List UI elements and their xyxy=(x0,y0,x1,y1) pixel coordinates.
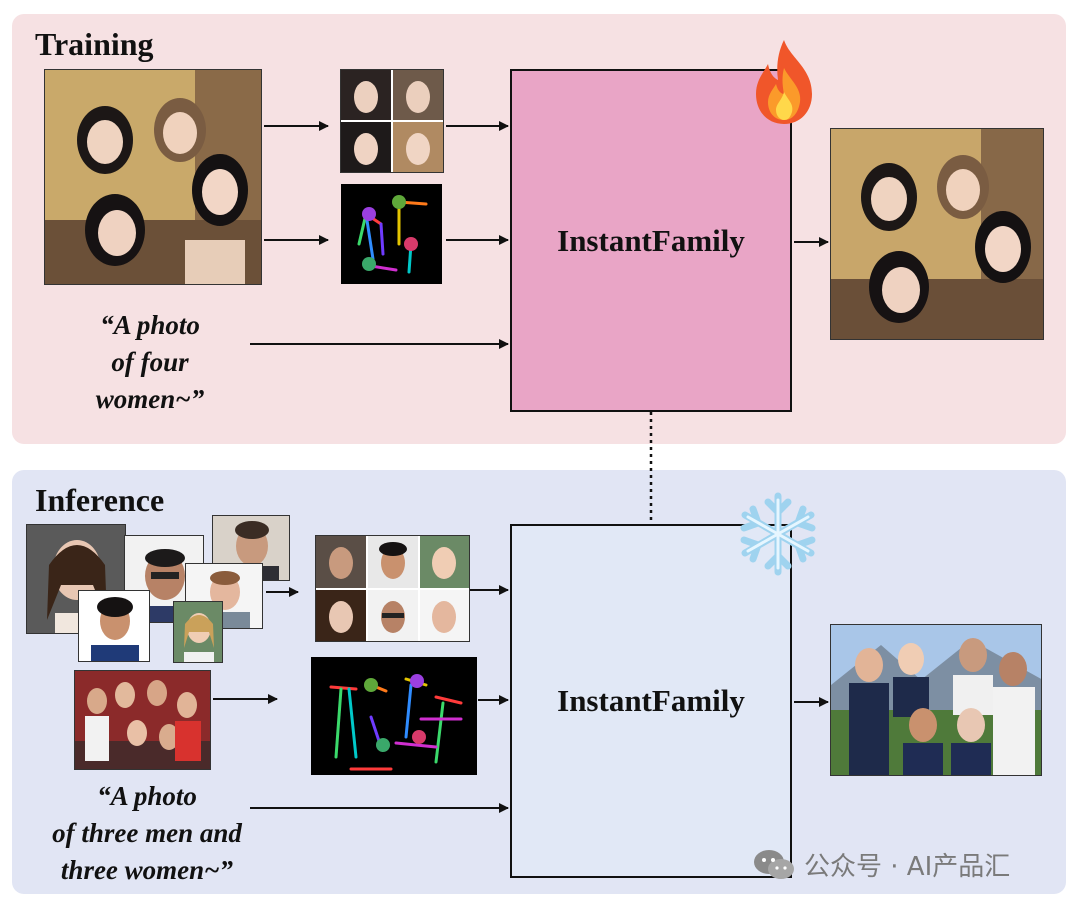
inference-output-photo xyxy=(830,624,1042,776)
inference-prompt: “A photo of three men and three women~” xyxy=(22,778,272,889)
training-prompt: “A photo of four women~” xyxy=(60,307,240,418)
fire-icon xyxy=(756,40,812,124)
training-group-photo xyxy=(44,69,262,285)
training-face-crops xyxy=(340,69,444,173)
inference-pose-map xyxy=(311,657,477,775)
training-output-photo xyxy=(830,128,1044,340)
inference-prompt-line: three women~” xyxy=(60,855,234,885)
training-prompt-line: of four xyxy=(111,347,189,377)
watermark-text: 公众号 · AI产品汇 xyxy=(804,852,1011,882)
training-pose-map xyxy=(341,184,442,284)
identity-photo xyxy=(173,601,223,663)
inference-prompt-line: of three men and xyxy=(52,818,242,848)
inference-face-crops xyxy=(315,535,470,642)
wechat-icon xyxy=(754,849,794,879)
training-model-label: InstantFamily xyxy=(557,222,745,258)
inference-model-box: InstantFamily xyxy=(510,524,792,878)
identity-photo xyxy=(78,590,150,662)
inference-group-reference-photo xyxy=(74,670,211,770)
inference-title: Inference xyxy=(35,482,165,518)
training-prompt-line: “A photo xyxy=(100,310,200,340)
training-prompt-line: women~” xyxy=(95,384,205,414)
inference-model-label: InstantFamily xyxy=(557,683,745,718)
training-title: Training xyxy=(35,26,154,62)
watermark: 公众号 · AI产品汇 xyxy=(752,846,1010,883)
inference-prompt-line: “A photo xyxy=(97,781,197,811)
snowflake-icon xyxy=(740,492,816,576)
identity-photo xyxy=(26,524,126,634)
training-model-box: InstantFamily xyxy=(510,69,792,412)
